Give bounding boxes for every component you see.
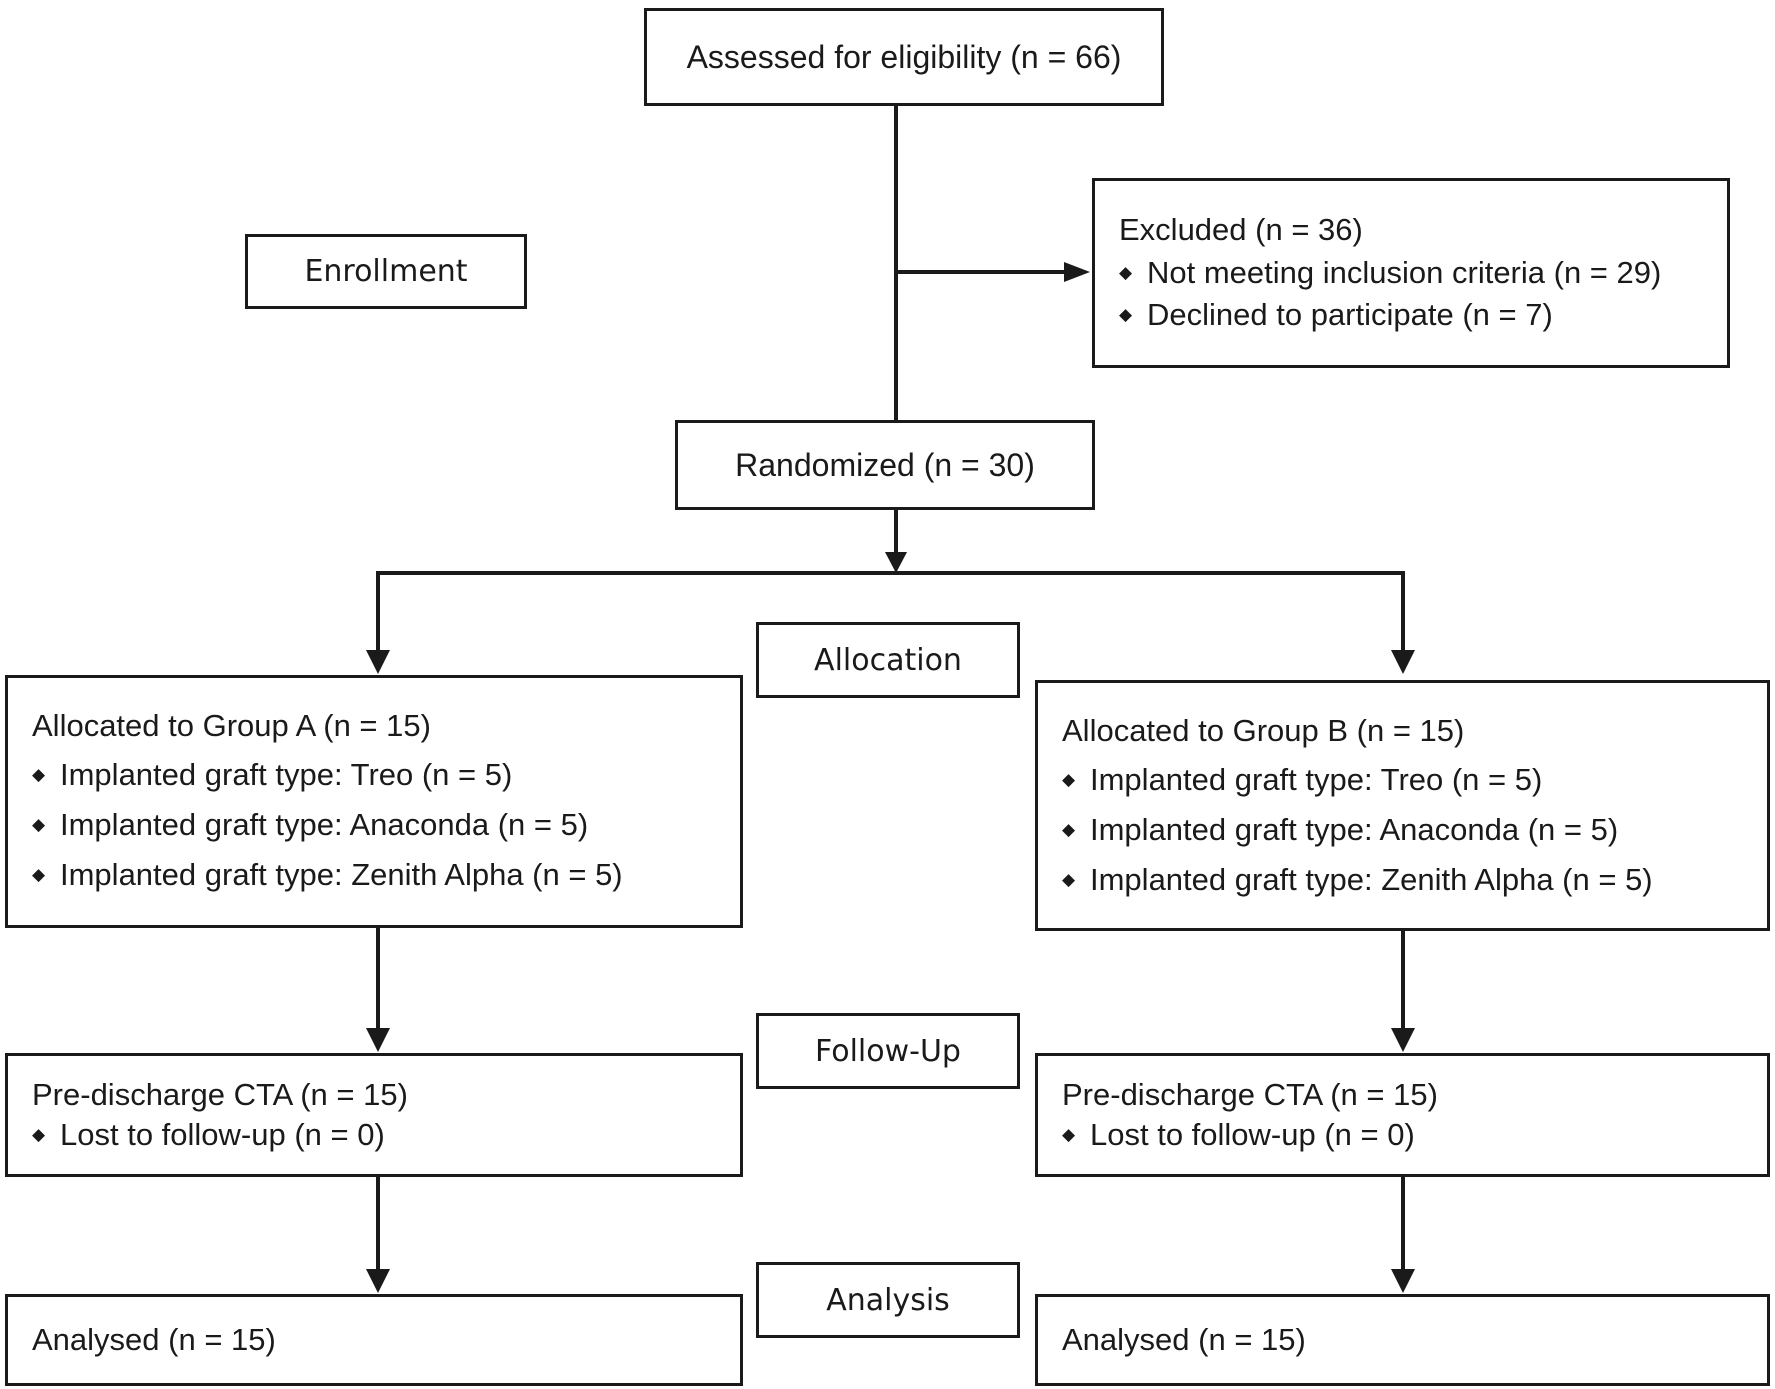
arrow-b-followup — [1391, 1028, 1415, 1052]
group-b-analysis-box: Analysed (n = 15) — [1035, 1294, 1770, 1386]
group-a-title: Allocated to Group A (n = 15) — [32, 708, 431, 743]
stage-analysis: Analysis — [756, 1262, 1020, 1338]
group-b-title: Allocated to Group B (n = 15) — [1062, 713, 1465, 748]
stage-allocation-label: Allocation — [814, 642, 962, 678]
group-a-item: ◆ Implanted graft type: Zenith Alpha (n … — [32, 850, 740, 900]
stage-analysis-label: Analysis — [826, 1282, 950, 1318]
stage-enrollment-label: Enrollment — [304, 254, 468, 289]
bullet-icon: ◆ — [1119, 263, 1133, 282]
group-b-item-label: Implanted graft type: Zenith Alpha (n = … — [1090, 862, 1653, 897]
group-b-allocation-box: Allocated to Group B (n = 15) ◆ Implante… — [1035, 680, 1770, 931]
arrow-a-analysis — [366, 1269, 390, 1293]
group-a-analysis-label: Analysed (n = 15) — [32, 1322, 276, 1357]
bullet-icon: ◆ — [1062, 820, 1076, 839]
excluded-item-label: Not meeting inclusion criteria (n = 29) — [1147, 255, 1662, 290]
excluded-item: ◆ Not meeting inclusion criteria (n = 29… — [1119, 251, 1727, 295]
group-b-followup-item-label: Lost to follow-up (n = 0) — [1090, 1117, 1415, 1152]
group-b-analysis-label: Analysed (n = 15) — [1062, 1322, 1306, 1357]
stage-allocation: Allocation — [756, 622, 1020, 698]
bullet-icon: ◆ — [1062, 870, 1076, 889]
stage-follow-up-label: Follow-Up — [815, 1033, 961, 1069]
arrow-group-a — [366, 650, 390, 674]
group-a-followup-box: Pre-discharge CTA (n = 15) ◆ Lost to fol… — [5, 1053, 743, 1177]
assessed-box: Assessed for eligibility (n = 66) — [644, 8, 1164, 106]
group-a-followup-title: Pre-discharge CTA (n = 15) — [32, 1077, 408, 1112]
group-b-item: ◆ Implanted graft type: Zenith Alpha (n … — [1062, 855, 1767, 905]
group-a-analysis-box: Analysed (n = 15) — [5, 1294, 743, 1386]
bullet-icon: ◆ — [32, 865, 46, 884]
stage-follow-up: Follow-Up — [756, 1013, 1020, 1089]
group-a-item-label: Implanted graft type: Zenith Alpha (n = … — [60, 857, 623, 892]
stage-enrollment: Enrollment — [245, 234, 527, 309]
excluded-item-label: Declined to participate (n = 7) — [1147, 297, 1553, 332]
excluded-item: ◆ Declined to participate (n = 7) — [1119, 295, 1727, 335]
group-b-item-label: Implanted graft type: Anaconda (n = 5) — [1090, 812, 1619, 847]
group-b-item: ◆ Implanted graft type: Treo (n = 5) — [1062, 755, 1767, 805]
bullet-icon: ◆ — [1062, 1125, 1076, 1144]
excluded-title: Excluded (n = 36) — [1119, 212, 1363, 247]
arrow-excluded — [1064, 262, 1090, 282]
group-a-allocation-box: Allocated to Group A (n = 15) ◆ Implante… — [5, 675, 743, 928]
group-a-followup-item-label: Lost to follow-up (n = 0) — [60, 1117, 385, 1152]
bullet-icon: ◆ — [1062, 770, 1076, 789]
bullet-icon: ◆ — [32, 815, 46, 834]
arrow-group-b — [1391, 650, 1415, 674]
group-a-item: ◆ Implanted graft type: Treo (n = 5) — [32, 750, 740, 800]
group-a-followup-item: ◆ Lost to follow-up (n = 0) — [32, 1116, 740, 1154]
arrow-b-analysis — [1391, 1269, 1415, 1293]
group-a-item: ◆ Implanted graft type: Anaconda (n = 5) — [32, 800, 740, 850]
bullet-icon: ◆ — [32, 765, 46, 784]
group-b-followup-title: Pre-discharge CTA (n = 15) — [1062, 1077, 1438, 1112]
assessed-label: Assessed for eligibility (n = 66) — [686, 38, 1122, 75]
bullet-icon: ◆ — [32, 1125, 46, 1144]
bullet-icon: ◆ — [1119, 305, 1133, 324]
arrow-a-followup — [366, 1028, 390, 1052]
group-a-item-label: Implanted graft type: Treo (n = 5) — [60, 757, 513, 792]
arrow-randomized-split — [885, 552, 907, 573]
excluded-box: Excluded (n = 36) ◆ Not meeting inclusio… — [1092, 178, 1730, 368]
group-b-item: ◆ Implanted graft type: Anaconda (n = 5) — [1062, 805, 1767, 855]
randomized-box: Randomized (n = 30) — [675, 420, 1095, 510]
group-a-item-label: Implanted graft type: Anaconda (n = 5) — [60, 807, 589, 842]
group-b-followup-item: ◆ Lost to follow-up (n = 0) — [1062, 1116, 1767, 1154]
group-b-item-label: Implanted graft type: Treo (n = 5) — [1090, 762, 1543, 797]
randomized-label: Randomized (n = 30) — [735, 446, 1035, 483]
group-b-followup-box: Pre-discharge CTA (n = 15) ◆ Lost to fol… — [1035, 1053, 1770, 1177]
